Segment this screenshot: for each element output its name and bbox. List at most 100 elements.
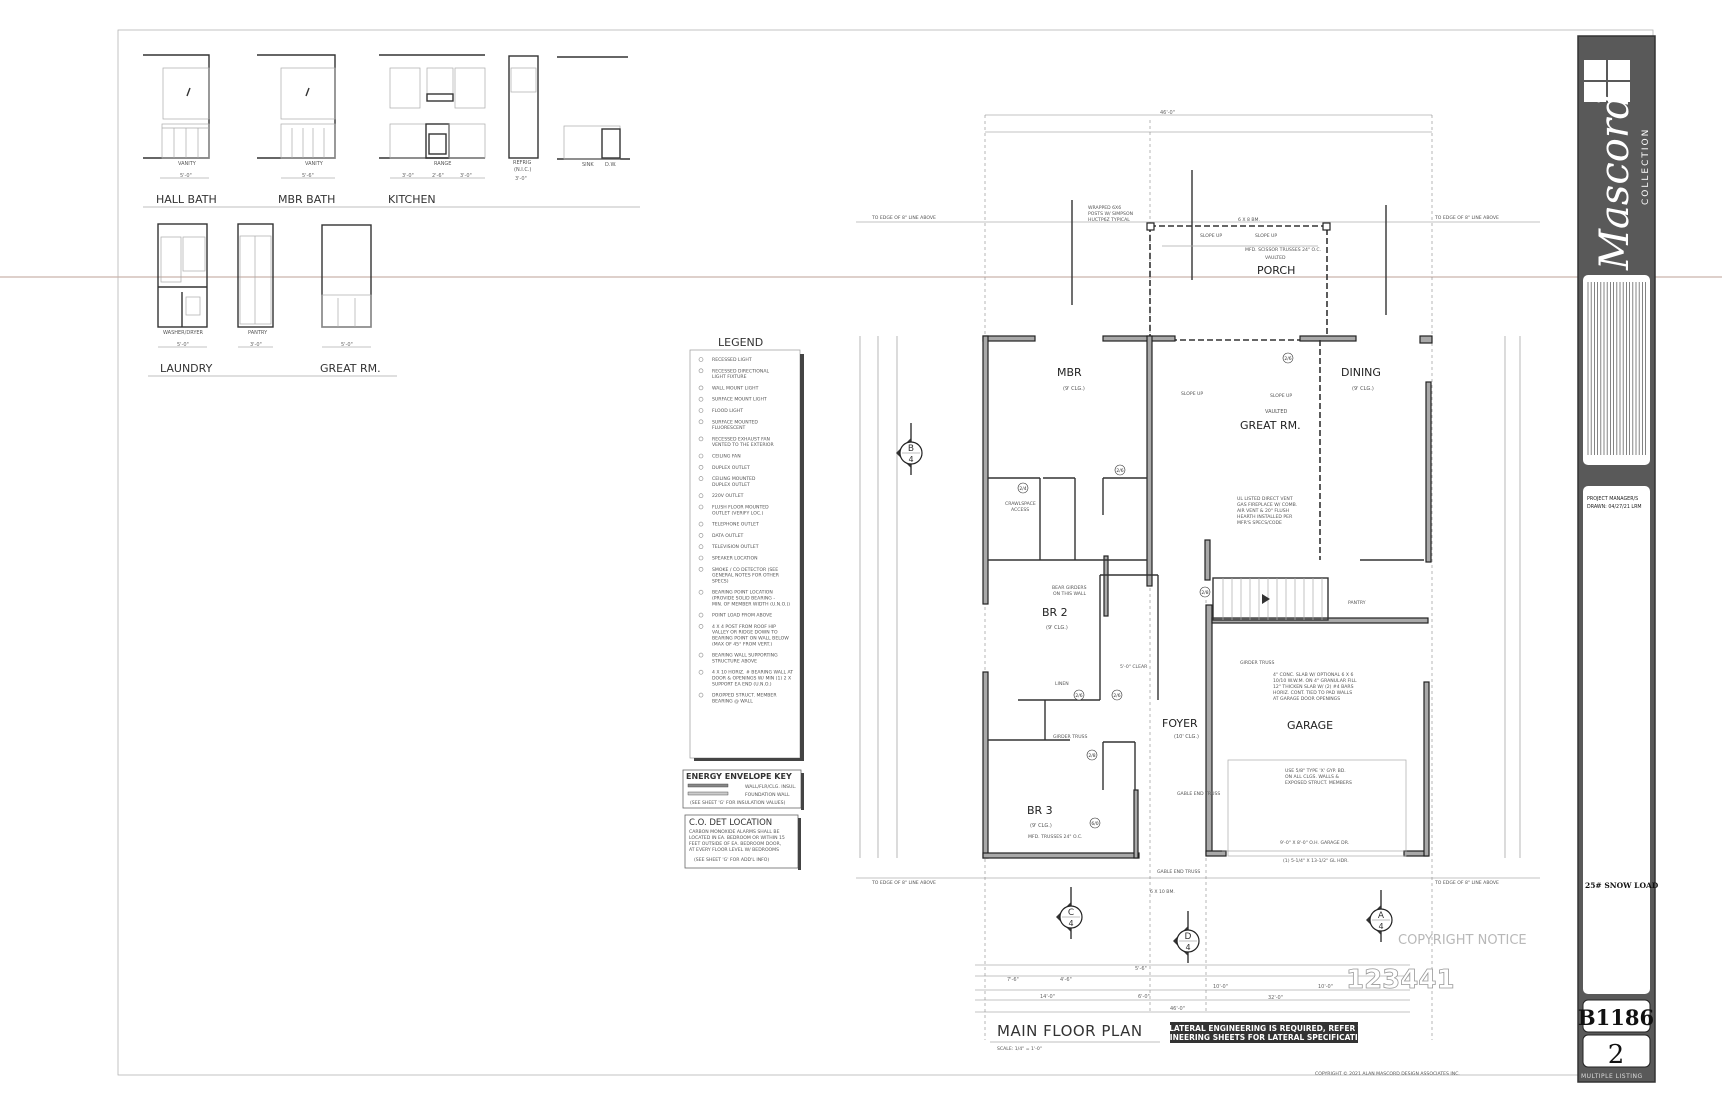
wall bbox=[1425, 381, 1432, 563]
dimension-label: 32'-0" bbox=[1268, 995, 1283, 1001]
legend-item: DUPLEX OUTLET bbox=[712, 482, 750, 488]
drawn-date: DRAWN: 04/27/21 LRM bbox=[1587, 504, 1642, 510]
dimension-label: 5'-0" bbox=[180, 173, 192, 179]
plan-scale: SCALE: 1/4" = 1'-0" bbox=[997, 1046, 1042, 1052]
stairs bbox=[1212, 577, 1329, 621]
overall-dimension: 46'-0" bbox=[1170, 1006, 1185, 1012]
room-label-porch: PORCH bbox=[1257, 264, 1295, 277]
plan-number: B1186 bbox=[1578, 1005, 1654, 1030]
dimension-label: 10'-0" bbox=[1213, 984, 1228, 990]
legend-item: VALLEY OR RIDGE DOWN TO bbox=[712, 630, 778, 636]
elevation-title-mbr-bath: MBR BATH bbox=[278, 193, 335, 206]
overall-dimension: 46'-0" bbox=[1160, 110, 1175, 116]
edge-line-note: TO EDGE OF 8" LINE ABOVE bbox=[1434, 215, 1499, 221]
legend-symbol-icon bbox=[698, 464, 704, 470]
legend-item: SUPPORT EA END (U.N.O.) bbox=[712, 681, 772, 687]
energy-key-row: WALL/FLR/CLG. INSUL. bbox=[745, 784, 796, 790]
legend-item: FLUSH FLOOR MOUNTED bbox=[712, 505, 769, 511]
linen-label: LINEN bbox=[1055, 681, 1069, 687]
dimension-label: 5'-6" bbox=[302, 173, 314, 179]
snow-load: 25# SNOW LOAD bbox=[1585, 881, 1659, 890]
legend-symbol-icon bbox=[698, 692, 704, 698]
legend-item: DOOR & OPENINGS W/ MIN (1) 2 X bbox=[712, 676, 791, 682]
legend-symbol-icon bbox=[698, 419, 704, 425]
section-letter: A bbox=[1378, 911, 1385, 921]
legend-symbol-icon bbox=[698, 408, 704, 413]
legend-item: TELEPHONE OUTLET bbox=[711, 522, 759, 528]
legend-item: DUPLEX OUTLET bbox=[712, 465, 750, 471]
elevation-title-hall-bath: HALL BATH bbox=[156, 193, 217, 206]
plan-note: HORIZ. CONT. TIED TO PAD WALLS bbox=[1273, 690, 1352, 696]
legend-symbol-icon bbox=[698, 612, 704, 618]
plan-note: UL LISTED DIRECT VENT bbox=[1237, 496, 1293, 502]
door-tag bbox=[1282, 352, 1294, 364]
dimension-label: 3'-0" bbox=[250, 342, 262, 348]
legend-item: TELEVISION OUTLET bbox=[711, 544, 759, 550]
legend-title: LEGEND bbox=[718, 336, 763, 349]
porch-beam-note: 6 X 8 BM. bbox=[1238, 217, 1260, 223]
room-ceiling-note: (10' CLG.) bbox=[1174, 734, 1199, 740]
legend-symbol-icon bbox=[698, 533, 704, 538]
wrapped-posts-note: POSTS W/ SIMPSON bbox=[1088, 211, 1133, 217]
plan-note: EXPOSED STRUCT. MEMBERS bbox=[1285, 780, 1352, 786]
wall bbox=[1133, 789, 1139, 859]
room-ceiling-note: (9' CLG.) bbox=[1046, 625, 1068, 631]
room-label-br2: BR 2 bbox=[1042, 606, 1068, 619]
room-label-mbr: MBR bbox=[1057, 366, 1082, 379]
sink-label: SINK bbox=[582, 162, 594, 168]
dishwasher-label: D.W. bbox=[605, 162, 617, 168]
elevation-kitchen: RANGE 3'-0" 2'-6" 3'-0" REFRIG (N.I.C.) … bbox=[379, 54, 630, 206]
slope-note: SLOPE UP bbox=[1255, 233, 1277, 239]
co-det-line: LOCATED IN EA. BEDROOM OR WITHIN 15 bbox=[689, 835, 785, 841]
beam-note: 6 X 10 BM. bbox=[1150, 889, 1175, 895]
pantry-label: PANTRY bbox=[1348, 600, 1366, 606]
bear-girders-note: ON THIS WALL bbox=[1053, 591, 1086, 597]
section-sheet: 4 bbox=[1185, 943, 1190, 952]
crawlspace-note: CRAWLSPACE bbox=[1005, 501, 1036, 507]
room-label-great-rm: GREAT RM. bbox=[1240, 419, 1301, 432]
copyright-notice: COPYRIGHT NOTICE bbox=[1398, 933, 1527, 948]
legend-item: FLOOD LIGHT bbox=[712, 408, 743, 414]
legend-item: DROPPED STRUCT. MEMBER bbox=[712, 693, 777, 699]
co-det-line: FEET OUTSIDE OF EA. BEDROOM DOOR, bbox=[689, 841, 782, 847]
plan-note: AT GARAGE DOOR OPENINGS bbox=[1273, 696, 1340, 702]
plan-note: ON ALL CLGS. WALLS & bbox=[1285, 774, 1339, 780]
room-label-br3: BR 3 bbox=[1027, 804, 1053, 817]
legend-symbol-icon bbox=[698, 566, 704, 572]
plan-note: 12" THICKEN SLAB W/ (2) #4 BARS bbox=[1273, 684, 1354, 690]
edge-line-note: TO EDGE OF 8" LINE ABOVE bbox=[871, 215, 936, 221]
section-sheet: 4 bbox=[1068, 919, 1073, 928]
energy-envelope-key: ENERGY ENVELOPE KEY WALL/FLR/CLG. INSUL.… bbox=[682, 769, 804, 810]
collection-label: COLLECTION bbox=[1641, 128, 1651, 205]
project-managers: PROJECT MANAGER/S bbox=[1587, 496, 1638, 502]
section-letter: B bbox=[908, 444, 914, 454]
legend-symbol-icon bbox=[698, 504, 704, 510]
door-tag bbox=[1017, 482, 1029, 494]
watermark-number: 123441 bbox=[1346, 965, 1455, 995]
legend-item: STRUCTURE ABOVE bbox=[712, 658, 757, 664]
crawlspace-note: ACCESS bbox=[1011, 507, 1029, 513]
section-letter: D bbox=[1185, 932, 1192, 942]
wrapped-posts-note: WRAPPED 6X6 bbox=[1088, 205, 1121, 211]
section-sheet: 4 bbox=[1378, 922, 1383, 931]
main-floor-plan: TO EDGE OF 8" LINE ABOVE TO EDGE OF 8" L… bbox=[856, 110, 1540, 1077]
plan-note: USE 5/8" TYPE 'X' GYP. BD. bbox=[1285, 768, 1346, 774]
logo-text: Mascord bbox=[1592, 93, 1638, 271]
dimension-label: 6'-0" bbox=[1138, 994, 1150, 1000]
legend-symbol-icon bbox=[698, 357, 704, 362]
elevation-mbr-bath: VANITY 5'-6" MBR BATH bbox=[257, 54, 336, 206]
legend-symbol-icon bbox=[698, 493, 704, 499]
co-det-line: CARBON MONOXIDE ALARMS SHALL BE bbox=[689, 829, 780, 835]
room-vaulted-note: VAULTED bbox=[1265, 409, 1287, 415]
elevation-item-label: VANITY bbox=[178, 161, 197, 167]
dimension-label: 5'-6" bbox=[1135, 966, 1147, 972]
elevation-hall-bath: VANITY 5'-0" HALL BATH bbox=[143, 54, 217, 206]
wall bbox=[1102, 335, 1176, 342]
plan-note: MFR'S SPECS/CODE bbox=[1237, 520, 1282, 526]
lateral-engineering-banner bbox=[1170, 1022, 1358, 1043]
lateral-banner-line: IF LATERAL ENGINEERING IS REQUIRED, REFE… bbox=[1159, 1024, 1370, 1033]
elevation-item-label: RANGE bbox=[434, 161, 451, 167]
plan-title: MAIN FLOOR PLAN bbox=[997, 1022, 1143, 1040]
edge-line-note: TO EDGE OF 8" LINE ABOVE bbox=[871, 880, 936, 886]
